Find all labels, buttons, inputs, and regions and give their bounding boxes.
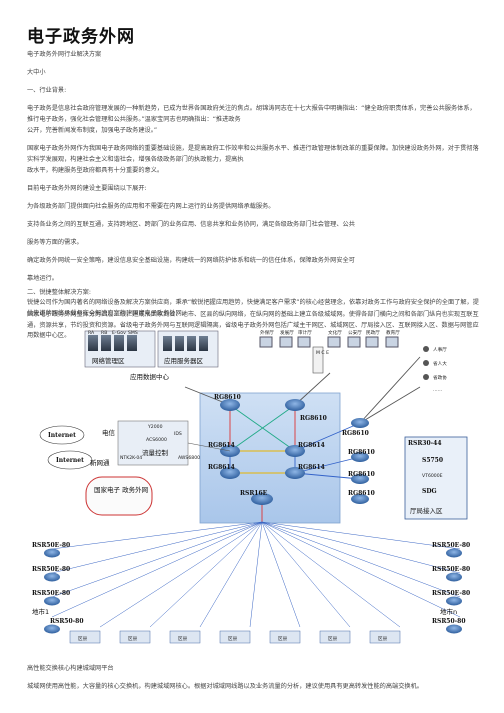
svg-text:RG8610: RG8610 (342, 430, 369, 437)
svg-text:国家电子 政务外网: 国家电子 政务外网 (94, 485, 148, 494)
svg-text:电信: 电信 (102, 428, 116, 437)
svg-text:教育厅: 教育厅 (386, 329, 400, 336)
right-router-column: RG8610 RG8610 RG8610 RG8610 (342, 418, 375, 504)
svg-text:RSR50-80: RSR50-80 (432, 618, 466, 625)
svg-text:RG8614: RG8614 (298, 442, 325, 449)
svg-text:RSR50-80: RSR50-80 (50, 618, 84, 625)
national-network-box (85, 476, 153, 516)
svg-text:RG8614: RG8614 (208, 464, 235, 471)
data-center-label: 应用数据中心 (130, 372, 170, 381)
app-server-zone-label: 应用服务器区 (164, 356, 204, 365)
county-row: 区县 区县 区县 区县 区县 区县 区县 (69, 630, 401, 644)
svg-text:发展厅: 发展厅 (280, 329, 294, 336)
svg-text:RSR30-44: RSR30-44 (408, 440, 442, 447)
svg-text:……: …… (433, 388, 443, 393)
right-user-column: 人事厅 省人大 省政协 …… (423, 346, 447, 393)
paragraph-1-cont: 公开，完善新闻发布制度，加强电子政务建设。” (27, 127, 158, 134)
svg-text:RG8610: RG8610 (348, 449, 375, 456)
svg-text:RSR50E-80: RSR50E-80 (432, 542, 470, 549)
svg-text:区县: 区县 (78, 636, 88, 642)
svg-text:S5750: S5750 (422, 457, 443, 464)
svg-text:Internet: Internet (56, 457, 84, 464)
net-mgmt-zone-label: 网络管理区 (92, 356, 125, 365)
core-right1-label: RG8610 (300, 415, 327, 422)
svg-text:RSR50E-80: RSR50E-80 (32, 542, 70, 549)
top-dept-row: 外保厅 发展厅 审计厅 文化厅 公安厅 民政厅 教育厅 M C E (259, 329, 400, 374)
svg-text:审计厅: 审计厅 (298, 329, 312, 336)
paragraph-3: 目前电子政务外网的建设主要围绕以下展开: (27, 185, 147, 192)
section-heading-1: 一、行业背景: (27, 87, 67, 94)
bottom-routers: RSR50E-80 RSR50E-80 RSR50E-80 地市1 RSR50-… (32, 542, 470, 634)
svg-text:IDS: IDS (174, 431, 182, 437)
svg-text:流量控制: 流量控制 (142, 448, 169, 457)
svg-text:民政厅: 民政厅 (366, 329, 380, 336)
network-topology-diagram: RA RB E-Gov SMS 网络管理区 应用服务器区 应用数据中心 外保厅 … (32, 329, 470, 644)
paragraph-2-cont: 政水平，构建服务型政府都具有十分重要的意义。 (27, 167, 164, 174)
svg-text:M C E: M C E (316, 350, 329, 356)
svg-text:RG8610: RG8610 (348, 471, 375, 478)
svg-text:区县: 区县 (178, 636, 188, 642)
server-sms: SMS (128, 330, 138, 336)
page-title: 电子政务外网 (27, 27, 135, 47)
svg-text:外保厅: 外保厅 (260, 329, 274, 336)
paragraph-6-cont: 靠地运行。 (27, 275, 58, 282)
svg-text:区县: 区县 (328, 636, 338, 642)
paragraph-9: 城域网使用高性能，大容量的核心交换机，构建城域网核心。根据对城域网线路以及业务流… (27, 683, 423, 690)
core-left1-label: RG8610 (214, 394, 241, 401)
svg-text:地市1: 地市1 (32, 607, 49, 616)
paragraph-1: 电子政务是信息社会政府管理发展的一种新趋势，已成为世界各国政府关注的焦点。胡锦涛… (27, 105, 476, 123)
dept-access-label: 厅局接入区 (410, 506, 443, 515)
svg-text:RSR16E: RSR16E (240, 490, 268, 497)
section-heading-2: 二、锐捷整体解决方案: (27, 289, 91, 296)
paragraph-2: 国家电子政务外网作为我国电子政务网络的重要基础设施，是提高政府工作效率和公共服务… (27, 145, 479, 163)
svg-text:Y2000: Y2000 (147, 424, 163, 430)
paragraph-7: 锐捷公司作为国内著名的网络设备及解决方案供应商，秉承“敏锐把握应用趋势，快捷满足… (27, 299, 479, 317)
svg-text:文化厅: 文化厅 (328, 329, 342, 336)
svg-text:区县: 区县 (128, 636, 138, 642)
svg-text:RSR50E-80: RSR50E-80 (32, 590, 70, 597)
svg-text:SDG: SDG (422, 488, 437, 495)
svg-text:人事厅: 人事厅 (433, 346, 447, 353)
core-zone (199, 392, 341, 524)
svg-text:区县: 区县 (278, 636, 288, 642)
svg-text:区县: 区县 (228, 636, 238, 642)
core-links (184, 356, 421, 522)
subtitle: 电子政务外网行业解决方案 (27, 51, 102, 58)
svg-text:RG8614: RG8614 (208, 442, 235, 449)
font-size-switch[interactable]: 大中小 (27, 69, 46, 76)
svg-text:省人大: 省人大 (433, 360, 447, 367)
svg-text:新网通: 新网通 (90, 458, 110, 467)
svg-text:RSR50E-80: RSR50E-80 (32, 566, 70, 573)
svg-text:RSR50E-80: RSR50E-80 (432, 590, 470, 597)
svg-text:公安厅: 公安厅 (348, 329, 362, 336)
paragraph-4: 为各级政务部门提供面向社会服务的应用和不需要在内网上运行的业务提供网络承载服务。 (27, 203, 275, 210)
internet-area: Internet Internet 电信 新网通 Y2000 ACS6000 I… (39, 420, 231, 470)
server-rb: RB (101, 330, 107, 336)
svg-text:RG8610: RG8610 (348, 490, 375, 497)
paragraph-5-cont: 服务等方面的需求。 (27, 239, 83, 246)
paragraph-6: 确定政务外网统一安全策略，建设信息安全基础设施，构建统一的网络防护体系和统一的信… (27, 257, 355, 264)
paragraph-5: 支持各业务之间的互联互通，支持跨地区、跨部门的业务应用、信息共享和业务协同，满足… (27, 221, 355, 228)
svg-text:RSR50E-80: RSR50E-80 (432, 566, 470, 573)
svg-text:RG8614: RG8614 (298, 464, 325, 471)
paragraph-8: 国家电子政务外网整体分为四层三级，建成从国家到省、地市、区县的纵向网络，在纵向网… (27, 311, 479, 339)
paragraph-9-heading: 高性能交换核心构建城域网平台 (27, 665, 114, 672)
svg-text:Internet: Internet (48, 432, 76, 439)
svg-text:NTK2K-04: NTK2K-04 (120, 455, 142, 461)
svg-text:省政协: 省政协 (433, 374, 447, 381)
core-routers: RG8610 RG8610 RG8614 RG8614 RG8614 RG861… (208, 394, 327, 505)
server-egov: E-Gov (112, 330, 126, 336)
svg-text:ACS6000: ACS6000 (146, 437, 167, 443)
svg-text:VT6000E: VT6000E (422, 473, 443, 479)
dept-access-zone (404, 436, 468, 520)
server-ra: RA (88, 330, 95, 336)
fan-out-links (51, 521, 461, 628)
svg-text:AWS6800: AWS6800 (178, 455, 200, 461)
svg-text:地市n: 地市n (440, 607, 457, 616)
svg-text:区县: 区县 (378, 636, 388, 642)
top-servers: RA RB E-Gov SMS (88, 330, 138, 351)
